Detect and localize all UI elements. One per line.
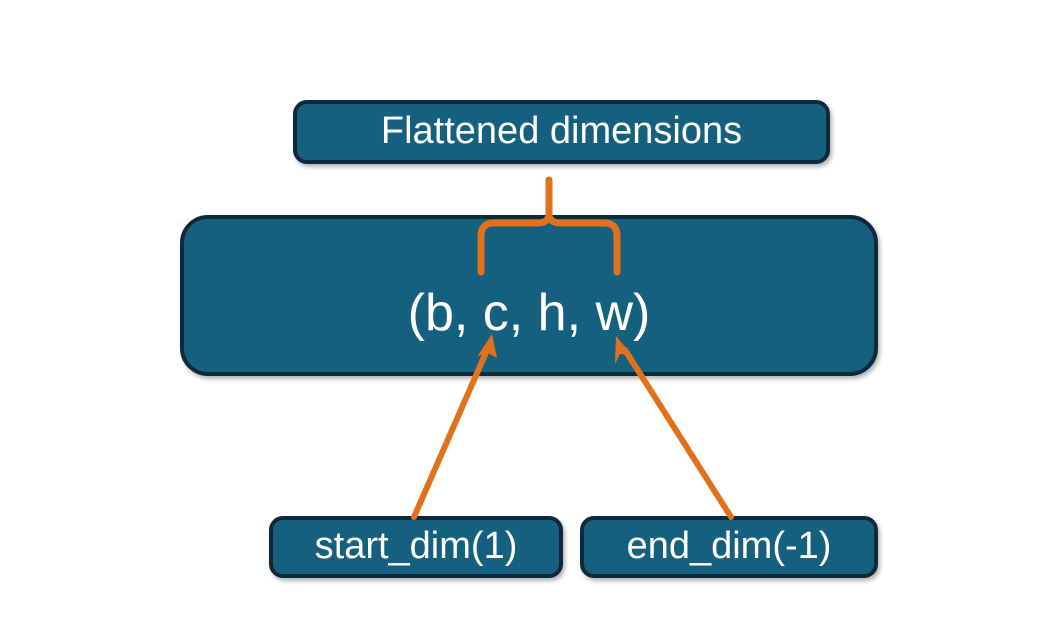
- node-tensor-shape-label: (b, c, h, w): [407, 283, 651, 342]
- node-end-dim[interactable]: end_dim(-1): [580, 516, 878, 578]
- node-tensor-shape[interactable]: (b, c, h, w): [180, 215, 878, 376]
- node-end-dim-label: end_dim(-1): [626, 525, 832, 568]
- node-flattened-dimensions[interactable]: Flattened dimensions: [293, 100, 830, 164]
- node-flattened-dimensions-label: Flattened dimensions: [380, 110, 743, 153]
- node-start-dim-label: start_dim(1): [314, 525, 518, 568]
- node-start-dim[interactable]: start_dim(1): [269, 516, 563, 578]
